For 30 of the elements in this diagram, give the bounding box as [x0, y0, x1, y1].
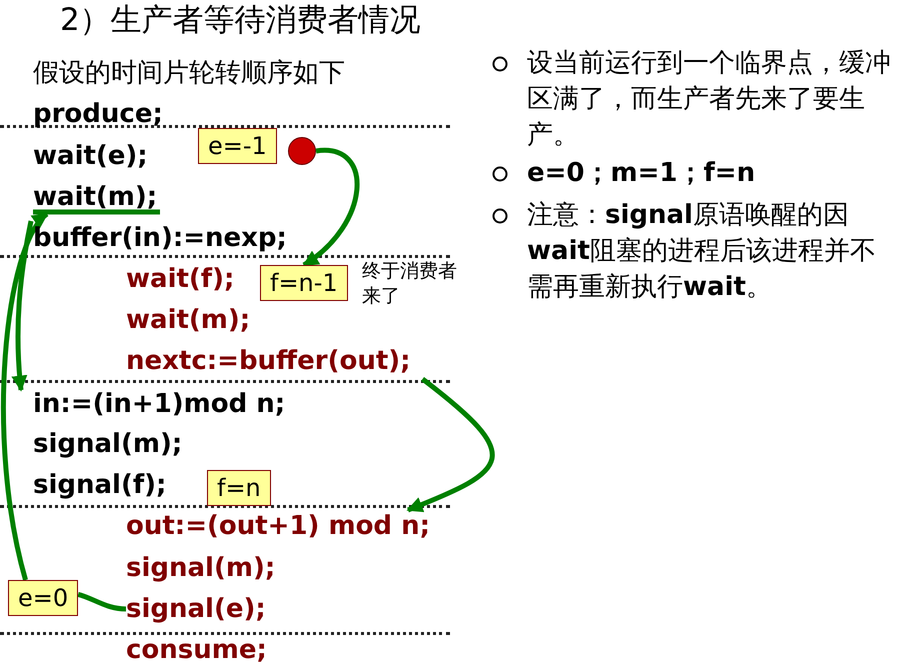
value-box: e=-1 — [198, 128, 277, 164]
code-line: nextc:=buffer(out); — [126, 345, 411, 377]
code-line: consume; — [126, 634, 267, 662]
code-line: wait(f); — [126, 263, 234, 295]
code-line: wait(m); — [33, 181, 158, 213]
arrow — [1, 212, 49, 581]
arrow — [406, 377, 494, 512]
code-line: buffer(in):=nexp; — [33, 222, 287, 254]
code-line: signal(m); — [126, 552, 276, 584]
code-line: in:=(in+1)mod n; — [33, 388, 286, 420]
value-box: e=0 — [8, 580, 78, 616]
bullet-text: 设当前运行到一个临界点，缓冲区满了，而生产者先来了要生产。 — [527, 47, 892, 152]
side-note: 终于消费者来了 — [362, 259, 458, 309]
bullet-text: 注意：signal原语唤醒的因wait阻塞的进程后该进程并不需再重新执行wait。 — [527, 199, 877, 304]
code-line: produce; — [33, 98, 163, 130]
bullet-text: e=0；m=1；f=n — [527, 157, 756, 190]
code-line: signal(m); — [33, 428, 182, 460]
code-line: wait(e); — [33, 140, 148, 172]
code-line: wait(m); — [126, 304, 250, 336]
code-line: out:=(out+1) mod n; — [126, 510, 430, 542]
title: 2）生产者等待消费者情况 — [60, 1, 421, 40]
arrow — [12, 220, 34, 392]
value-box: f=n-1 — [260, 265, 348, 301]
code-line: signal(e); — [126, 593, 266, 625]
value-box: f=n — [207, 470, 271, 506]
arrow — [302, 148, 360, 268]
subtitle-text: 假设的时间片轮转顺序如下 — [33, 57, 345, 90]
connector-line — [77, 592, 126, 612]
dot-marker — [288, 137, 316, 165]
code-line: signal(f); — [33, 469, 166, 501]
